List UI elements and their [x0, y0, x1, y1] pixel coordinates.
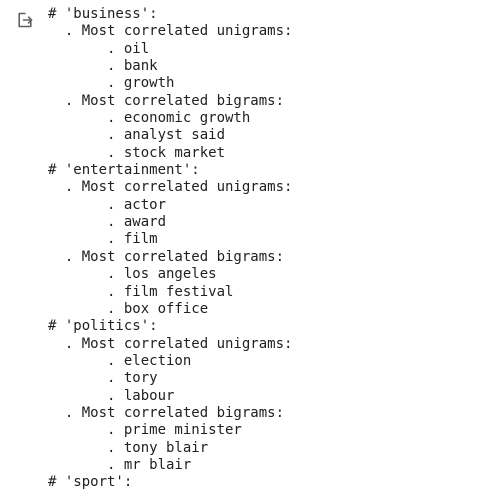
output-line: . growth	[48, 75, 175, 92]
output-line: . Most correlated bigrams:	[48, 92, 285, 109]
output-text: # 'business': . Most correlated unigrams…	[48, 6, 292, 492]
output-line: . actor	[48, 196, 167, 213]
output-line: . box office	[48, 300, 209, 317]
output-line: . stock market	[48, 144, 226, 161]
output-line: . Most correlated unigrams:	[48, 335, 293, 352]
output-line: # 'entertainment':	[48, 162, 200, 179]
output-line: . award	[48, 214, 167, 231]
output-line: . Most correlated unigrams:	[48, 179, 293, 196]
output-line: . film	[48, 231, 158, 248]
output-line: # 'politics':	[48, 318, 158, 335]
output-line: . economic growth	[48, 110, 251, 127]
output-line: # 'business':	[48, 6, 158, 22]
output-line: . Most correlated bigrams:	[48, 248, 285, 265]
output-line: . bank	[48, 58, 158, 75]
output-redirect-icon[interactable]	[16, 11, 34, 29]
output-line: . film festival	[48, 283, 234, 300]
output-line: . Most correlated bigrams:	[48, 404, 285, 421]
output-line: . analyst said	[48, 127, 226, 144]
output-line: . prime minister	[48, 422, 242, 439]
output-line: . election	[48, 352, 192, 369]
output-line: . oil	[48, 40, 150, 57]
output-line: . los angeles	[48, 266, 217, 283]
output-line: . tory	[48, 370, 158, 387]
output-line: . mr blair	[48, 456, 192, 473]
output-line: . tony blair	[48, 439, 209, 456]
output-line: . Most correlated unigrams:	[48, 23, 293, 40]
output-line: # 'sport':	[48, 474, 133, 491]
output-line: . labour	[48, 387, 175, 404]
